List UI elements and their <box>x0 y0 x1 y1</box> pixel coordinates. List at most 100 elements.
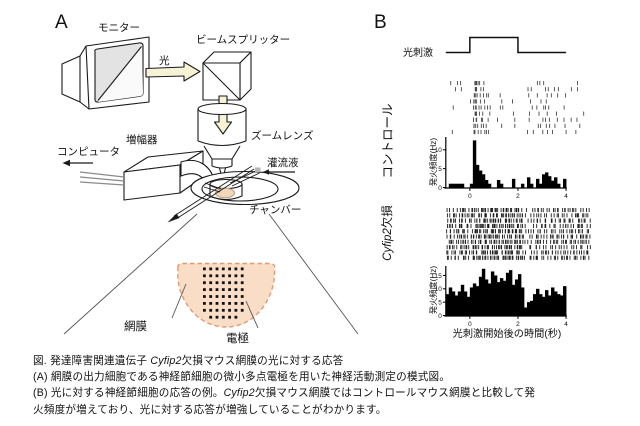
raster-spike <box>485 129 487 135</box>
raster-spike <box>524 239 526 244</box>
raster-spike <box>456 239 458 244</box>
raster-spike <box>518 255 520 260</box>
raster-spike <box>533 250 535 255</box>
raster-spike <box>576 250 578 255</box>
raster-spike <box>489 213 491 218</box>
raster-spike <box>500 245 502 250</box>
raster-spike <box>527 218 529 223</box>
electrode-dot <box>209 274 213 278</box>
raster-spike <box>550 239 552 244</box>
raster-spike <box>469 250 470 255</box>
raster-spike <box>573 250 575 255</box>
raster-spike <box>453 218 455 223</box>
raster-spike <box>463 208 464 213</box>
raster-spike <box>459 250 461 255</box>
raster-spike <box>515 208 517 213</box>
histogram-bar <box>551 180 555 188</box>
raster-spike <box>525 208 527 213</box>
histogram-bar <box>542 174 546 188</box>
raster-spike <box>476 93 478 98</box>
raster-spike <box>446 234 448 239</box>
raster-spike <box>579 218 581 223</box>
raster-spike <box>468 208 470 213</box>
raster-spike <box>576 255 578 260</box>
raster-spike <box>452 208 454 213</box>
histogram-bar <box>560 295 564 316</box>
raster-spike <box>579 223 581 228</box>
raster-spike <box>447 255 449 260</box>
histogram-bar <box>445 294 450 316</box>
raster-spike <box>529 234 531 239</box>
raster-spike <box>479 255 481 260</box>
raster-spike <box>456 245 458 250</box>
raster-spike <box>509 255 510 260</box>
raster-spike <box>461 218 463 223</box>
raster-spike <box>464 250 466 255</box>
raster-spike <box>558 245 560 250</box>
raster-spike <box>583 213 585 218</box>
raster-spike <box>522 250 524 255</box>
raster-spike <box>498 229 500 234</box>
raster-spike <box>473 99 475 104</box>
raster-spike <box>578 229 579 234</box>
raster-spike <box>493 255 495 260</box>
raster-spike <box>496 213 498 218</box>
magnifier-lines <box>63 213 359 335</box>
raster-spike <box>552 234 554 239</box>
raster-spike <box>563 255 565 260</box>
raster-spike <box>574 229 576 234</box>
raster-spike <box>511 250 513 255</box>
electrode-dot <box>221 281 225 285</box>
raster-spike <box>483 229 485 234</box>
raster-spike <box>489 111 491 116</box>
electrode-dot <box>234 302 238 305</box>
raster-spike <box>481 208 483 213</box>
raster-spike <box>507 229 509 234</box>
raster-spike <box>550 229 552 234</box>
pipette-tip <box>255 167 261 172</box>
raster-spike <box>558 234 560 239</box>
raster-spike <box>514 245 516 250</box>
raster-spike <box>555 250 557 255</box>
raster-spike <box>490 208 492 213</box>
raster-spike <box>516 218 518 223</box>
raster-spike <box>501 213 503 218</box>
raster-spike <box>519 245 521 250</box>
raster-spike <box>552 129 553 135</box>
raster-spike <box>570 250 572 255</box>
raster-spike <box>567 234 569 239</box>
raster-spike <box>464 218 466 223</box>
raster-spike <box>475 208 477 213</box>
raster-spike <box>490 255 491 260</box>
raster-spike <box>456 234 458 239</box>
raster-spike <box>508 255 510 260</box>
raster-spike <box>588 255 590 260</box>
histogram-bar <box>496 179 501 188</box>
raster-spike <box>557 213 559 218</box>
electrode-dot <box>221 315 225 319</box>
raster-spike <box>472 239 474 244</box>
raster-spike <box>545 99 547 104</box>
raster-spike <box>586 234 588 239</box>
raster-spike <box>569 255 571 260</box>
raster-spike <box>500 218 502 223</box>
raster-spike <box>571 213 573 218</box>
raster-spike <box>475 123 477 128</box>
raster-spike <box>575 213 576 218</box>
raster-spike <box>463 245 465 250</box>
raster-spike <box>501 250 503 255</box>
raster-spike <box>546 208 548 213</box>
raster-spike <box>583 234 585 239</box>
raster-spike <box>483 93 484 98</box>
histogram-bar <box>545 290 549 316</box>
raster-spike <box>483 234 485 239</box>
raster-spike <box>562 223 564 228</box>
raster-spike <box>472 245 474 250</box>
raster-spike <box>461 223 463 228</box>
raster-spike <box>573 208 575 213</box>
raster-spike <box>532 208 534 213</box>
raster-spike <box>549 123 551 128</box>
raster-spike <box>494 250 496 255</box>
raster-spike <box>503 234 505 239</box>
